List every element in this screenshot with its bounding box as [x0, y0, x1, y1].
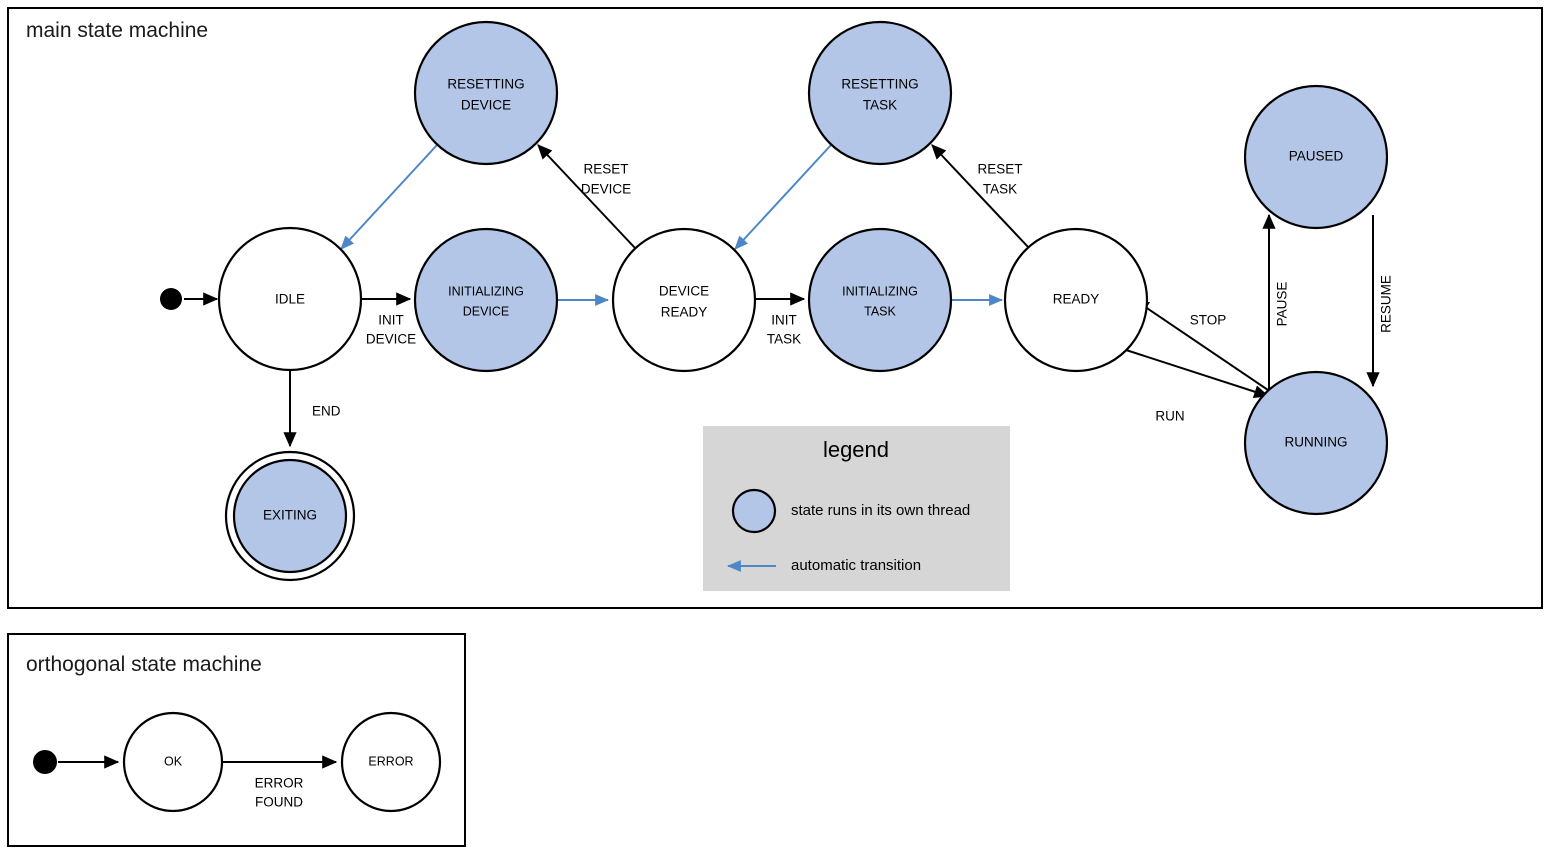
- state-ready-label: READY: [1053, 292, 1100, 307]
- edge-label-error-found-line1: ERROR: [255, 776, 304, 791]
- state-initializing-device-label-line1: INITIALIZING: [448, 284, 524, 298]
- legend-auto-transition-text: automatic transition: [791, 557, 921, 574]
- main-frame-title: main state machine: [26, 19, 208, 42]
- state-idle-label: IDLE: [275, 292, 305, 307]
- orthogonal-frame-title: orthogonal state machine: [26, 653, 262, 676]
- edge-label-error-found-line2: FOUND: [255, 795, 303, 810]
- state-initializing-task[interactable]: INITIALIZING TASK: [807, 227, 953, 373]
- edge-label-init-device-line2: DEVICE: [366, 332, 416, 347]
- edge-label-reset-task-line1: RESET: [977, 162, 1022, 177]
- transition-resetting-device-to-idle: [340, 144, 438, 250]
- edge-label-reset-task-line2: TASK: [983, 182, 1017, 197]
- state-device-ready-shape[interactable]: [611, 227, 757, 373]
- edge-label-init-task-line2: TASK: [767, 332, 801, 347]
- state-resetting-task[interactable]: RESETTING TASK: [807, 20, 953, 166]
- state-exiting[interactable]: EXITING: [224, 450, 356, 582]
- legend-thread-state-icon: [731, 488, 777, 534]
- state-resetting-device-label-line2: DEVICE: [461, 98, 511, 113]
- state-running[interactable]: RUNNING: [1243, 370, 1389, 516]
- orthogonal-initial-state-marker: [33, 750, 57, 774]
- main-state-machine-frame: main state machine: [7, 7, 1543, 609]
- state-device-ready[interactable]: DEVICE READY: [611, 227, 757, 373]
- state-ready-shape[interactable]: [1003, 227, 1149, 373]
- state-initializing-task-label-line1: INITIALIZING: [842, 284, 918, 298]
- edge-label-init-device-line1: INIT: [378, 313, 404, 328]
- state-resetting-task-label-line1: RESETTING: [841, 77, 918, 92]
- legend-thread-state-text: state runs in its own thread: [791, 502, 970, 519]
- state-idle[interactable]: IDLE: [217, 226, 363, 372]
- state-exiting-shape[interactable]: [232, 458, 348, 574]
- edge-label-reset-device-line2: DEVICE: [581, 182, 631, 197]
- main-states: IDLE RESETTING DEVICE INITIALIZING DEVIC…: [160, 20, 1389, 582]
- transition-running-to-ready: [1134, 299, 1269, 391]
- edge-label-pause: PAUSE: [1275, 282, 1290, 327]
- state-initializing-task-label-line2: TASK: [864, 304, 896, 318]
- state-initializing-task-shape[interactable]: [807, 227, 953, 373]
- main-transitions: INIT DEVICE RESET DEVICE INIT TASK RESET…: [184, 144, 1394, 448]
- state-resetting-task-shape[interactable]: [807, 20, 953, 166]
- edge-label-end: END: [312, 404, 341, 419]
- state-running-label: RUNNING: [1285, 435, 1348, 450]
- state-initializing-device-shape[interactable]: [413, 227, 559, 373]
- legend-title: legend: [823, 437, 889, 462]
- state-device-ready-label-line2: READY: [661, 305, 708, 320]
- transition-ready-to-running: [1125, 349, 1270, 399]
- state-ready[interactable]: READY: [1003, 227, 1149, 373]
- main-frame-border: [7, 7, 1543, 609]
- transition-resetting-task-to-device-ready: [734, 144, 832, 250]
- state-paused-shape[interactable]: [1243, 84, 1389, 230]
- state-ok[interactable]: OK: [122, 711, 224, 813]
- state-resetting-device-shape[interactable]: [413, 20, 559, 166]
- orthogonal-states: OK ERROR: [33, 711, 442, 813]
- state-error-shape[interactable]: [340, 711, 442, 813]
- state-exiting-label: EXITING: [263, 508, 317, 523]
- orthogonal-frame-border: [7, 633, 466, 847]
- state-error[interactable]: ERROR: [340, 711, 442, 813]
- edge-label-resume: RESUME: [1379, 275, 1394, 333]
- state-resetting-device-label-line1: RESETTING: [447, 77, 524, 92]
- edge-label-stop: STOP: [1190, 313, 1227, 328]
- orthogonal-transitions: ERROR FOUND: [58, 755, 338, 810]
- transition-ready-to-resetting-task: [931, 144, 1030, 249]
- state-running-shape[interactable]: [1243, 370, 1389, 516]
- state-ok-shape[interactable]: [122, 711, 224, 813]
- state-resetting-task-label-line2: TASK: [863, 98, 897, 113]
- state-ok-label: OK: [164, 754, 183, 768]
- initial-state-marker: [160, 288, 182, 310]
- state-initializing-device-label-line2: DEVICE: [463, 304, 510, 318]
- legend: legend state runs in its own thread auto…: [703, 426, 1010, 591]
- orthogonal-state-machine-frame: orthogonal state machine: [7, 633, 466, 847]
- state-initializing-device[interactable]: INITIALIZING DEVICE: [413, 227, 559, 373]
- edge-label-init-task-line1: INIT: [771, 313, 797, 328]
- transition-device-ready-to-resetting-device: [537, 144, 636, 249]
- state-paused[interactable]: PAUSED: [1243, 84, 1389, 230]
- state-error-label: ERROR: [368, 754, 413, 768]
- state-paused-label: PAUSED: [1289, 149, 1344, 164]
- edge-label-run: RUN: [1155, 409, 1184, 424]
- edge-label-reset-device-line1: RESET: [583, 162, 628, 177]
- state-idle-shape[interactable]: [217, 226, 363, 372]
- state-resetting-device[interactable]: RESETTING DEVICE: [413, 20, 559, 166]
- state-device-ready-label-line1: DEVICE: [659, 284, 709, 299]
